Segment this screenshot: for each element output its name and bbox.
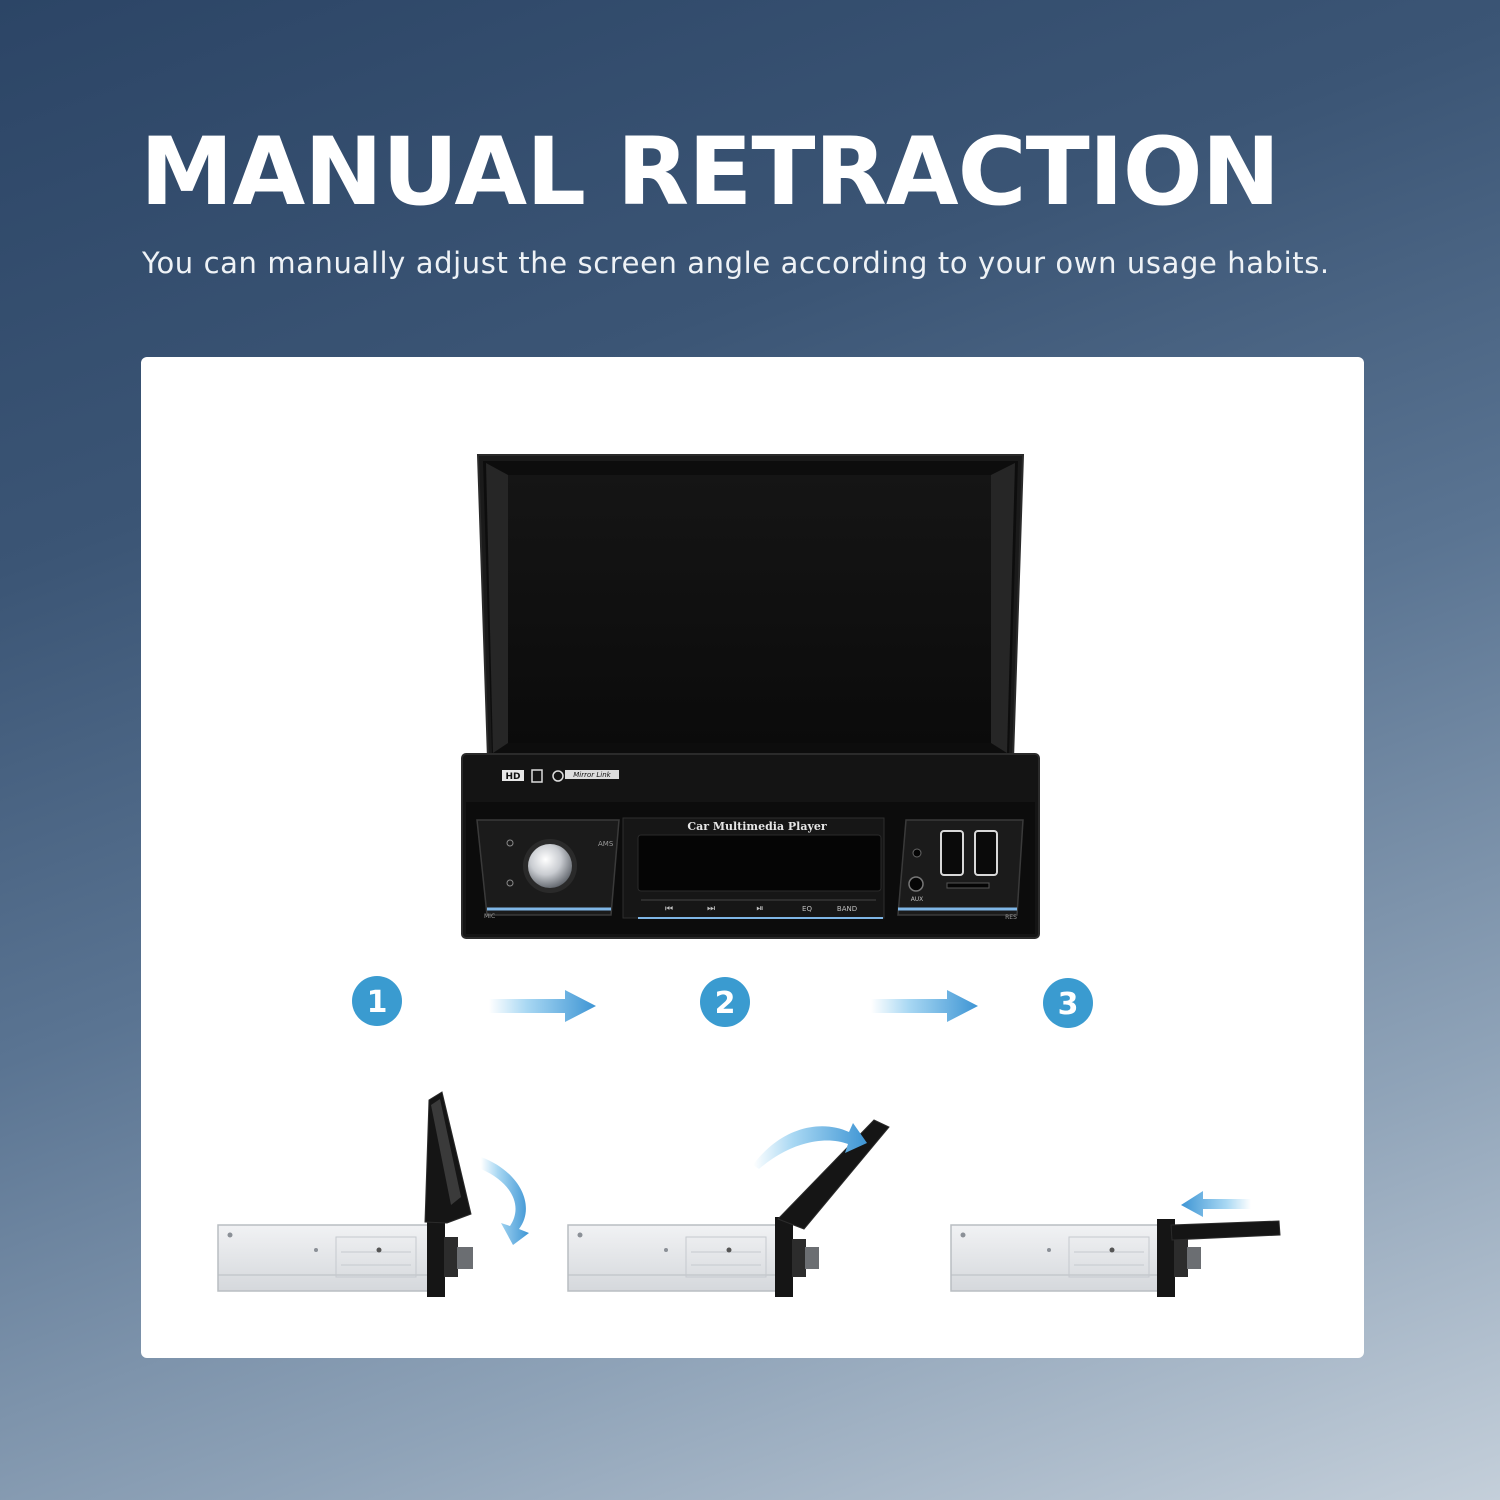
prev-button[interactable]: ⏮ [665,904,673,914]
step-1-circle [352,976,402,1026]
arrow-left-icon [1181,1191,1251,1217]
mirror-link-label: Mirror Link [573,771,611,779]
next-button[interactable]: ⏭ [707,904,715,914]
sd-card-slot [946,882,990,889]
chassis [567,1224,779,1292]
usb-port-2 [974,830,998,876]
usb-port-1 [940,830,964,876]
aux-label: AUX [911,896,924,903]
bluetooth-icon [531,769,543,783]
eq-button[interactable]: EQ [802,905,812,913]
mirror-link-icon [552,770,564,782]
step-3-circle [1043,978,1093,1028]
step-2-circle [700,977,750,1027]
step-1-illustration [217,1091,529,1297]
retracted-screen [1170,1220,1281,1241]
play-pause-button[interactable]: ⏯ [756,904,763,914]
step-2-number: 2 [715,986,736,1021]
hd-badge-label: HD [505,772,520,782]
chassis [217,1224,429,1292]
car-stereo-device: HD Mirror Link AMS MIC Car Multimedia Pl… [461,454,1040,939]
arrow-right-icon [871,990,978,1022]
ams-label: AMS [598,840,614,848]
display-screen [508,475,991,743]
mic-label: MIC [484,913,495,920]
reset-button[interactable] [912,848,922,858]
band-button[interactable]: BAND [837,905,857,913]
arrow-right-icon [489,990,596,1022]
hd-badge [502,770,524,781]
aux-port [908,876,924,892]
tilted-screen [777,1119,890,1230]
home-button[interactable] [506,839,514,847]
step-1-number: 1 [367,985,388,1020]
curved-arrow-down-icon [481,1157,529,1245]
panel-title: Car Multimedia Player [687,820,827,833]
power-button[interactable] [506,879,514,887]
step-2: 2 [700,977,750,1027]
res-label: RES [1005,914,1017,921]
chassis [950,1224,1162,1292]
step-3-illustration [950,1191,1281,1297]
step-3-number: 3 [1058,987,1079,1022]
product-illustration: HD Mirror Link AMS MIC Car Multimedia Pl… [217,454,1281,1297]
step-3: 3 [1043,978,1093,1028]
page-subtitle: You can manually adjust the screen angle… [142,246,1330,280]
step-1: 1 [352,976,402,1026]
curved-arrow-right-icon [753,1123,867,1169]
page-title: MANUAL RETRACTION [140,118,1280,227]
step-2-illustration [567,1119,890,1297]
product-card: HD Mirror Link AMS MIC Car Multimedia Pl… [141,357,1364,1358]
lcd-display [637,834,882,892]
